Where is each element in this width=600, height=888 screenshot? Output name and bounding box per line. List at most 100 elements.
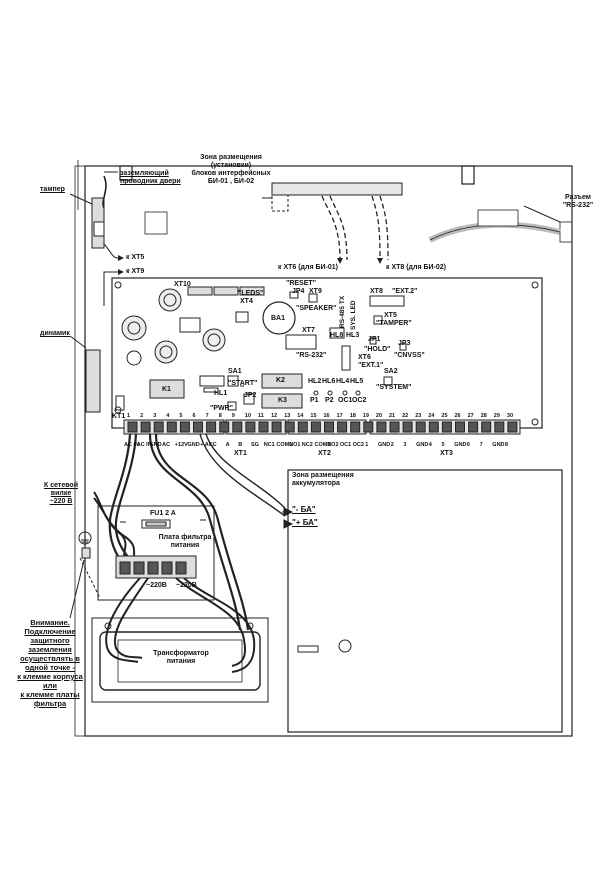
transformer-line-1: Трансформатор: [153, 650, 209, 657]
terminal-name: + ACC: [200, 442, 217, 448]
interface-zone-label: Зона размещения (установки) блоков интер…: [191, 154, 271, 186]
terminal-number: 14: [297, 413, 304, 419]
k2-label: K2: [276, 377, 285, 384]
jp1-label: JP1: [368, 336, 381, 343]
terminal-screw: [232, 421, 243, 433]
battery-zone: [287, 469, 563, 733]
terminal-number: 7: [205, 413, 209, 419]
sa2-label: SA2: [384, 368, 398, 375]
xt3-label: XT3: [440, 450, 453, 457]
terminal-screw: [193, 421, 203, 433]
jp4-label: JP4: [292, 288, 305, 295]
xt5-label: XT5: [384, 312, 397, 319]
mains-plug-label: К сетевой вилке ~220 В: [34, 482, 88, 506]
xt7-label: XT7: [302, 327, 315, 334]
terminal-screw: [441, 421, 452, 433]
terminal-name: NO1: [289, 442, 301, 448]
warning-line-5: осуществлять в: [20, 654, 80, 663]
interface-zone: [262, 182, 403, 212]
terminal-number: 28: [480, 413, 487, 419]
hl2-label: HL2: [308, 378, 322, 385]
terminal-number: 26: [454, 413, 461, 419]
warning-line-1: Внимание.: [30, 618, 70, 627]
terminal-screw: [337, 421, 348, 433]
terminal-name: B: [238, 442, 243, 448]
xt8-label: XT8: [370, 288, 383, 295]
speaker-side-label: динамик: [40, 330, 70, 337]
hl4-label: HL4: [336, 378, 350, 385]
terminal-number: 22: [402, 413, 409, 419]
filter-board-line-2: питания: [170, 542, 200, 549]
terminal-name: -: [212, 442, 215, 448]
terminal-name: SG: [251, 442, 259, 448]
terminal-screw: [284, 421, 295, 433]
terminal-number: 19: [362, 413, 369, 419]
interface-zone-line-2: (установки): [210, 162, 252, 169]
terminal-name: COM2: [314, 442, 331, 448]
terminal-screw: [468, 421, 479, 433]
reset-label: "RESET": [286, 280, 316, 287]
terminal-screw: [363, 421, 374, 433]
interface-zone-line-4: БИ-01 , БИ-02: [207, 178, 255, 185]
warning-line-8: или: [43, 681, 57, 690]
terminal-screw: [140, 421, 151, 433]
terminal-name: NO2: [327, 442, 339, 448]
terminal-name: 7: [479, 442, 483, 448]
hl1-label: HL1: [214, 390, 228, 397]
system-label: "SYSTEM": [376, 384, 412, 391]
speaker-label: "SPEAKER": [296, 305, 337, 312]
k3-label: K3: [278, 397, 287, 404]
interface-cables: [321, 195, 389, 261]
terminal-number: 6: [192, 413, 196, 419]
pwr-label: "PWR": [210, 405, 233, 412]
terminal-number: 16: [323, 413, 330, 419]
terminal-screws: [127, 421, 518, 433]
terminal-number: 20: [375, 413, 383, 419]
terminal-screw: [297, 421, 308, 433]
terminal-screw: [324, 421, 334, 433]
minus-ba-label: "- БА": [292, 505, 316, 514]
terminal-number: 11: [258, 413, 264, 419]
filter-board-label: Плата фильтра питания: [150, 534, 220, 550]
terminal-number: 21: [389, 413, 396, 419]
battery-zone-line-2: аккумулятора: [292, 480, 340, 487]
terminal-name: GND: [416, 442, 429, 448]
terminal-number: 23: [415, 413, 422, 419]
terminal-screw: [455, 421, 465, 433]
terminal-number: 29: [493, 413, 500, 419]
terminal-screw: [219, 421, 230, 433]
terminal-screw: [376, 421, 387, 433]
terminal-number: 27: [467, 413, 474, 419]
terminal-number: 3: [153, 413, 157, 419]
terminal-name: GND: [187, 442, 200, 448]
rs232-connector-line-1: Разъем: [565, 194, 591, 201]
tamper-block: [91, 197, 105, 249]
oc1-label: OC1: [338, 397, 353, 404]
warning-line-6: одной точке -: [25, 663, 75, 672]
terminal-screw: [507, 421, 518, 433]
rs232-label: "RS-232": [296, 352, 327, 359]
terminal-number: 4: [166, 413, 170, 419]
terminal-name: 3: [403, 442, 407, 448]
xt1-label: XT1: [234, 450, 247, 457]
terminal-name: 1: [365, 442, 369, 448]
sys-led-label: SYS. LED: [350, 300, 357, 330]
transformer-line-2: питания: [166, 658, 196, 665]
terminal-screw: [389, 421, 400, 433]
terminal-name: COM1: [276, 442, 293, 448]
terminal-screw: [481, 421, 492, 433]
terminal-number: 15: [310, 413, 317, 419]
terminal-name: GND: [492, 442, 505, 448]
ext1-label: "EXT.1": [358, 362, 384, 369]
mains-plug-line-2: вилке: [50, 490, 72, 497]
start-label: "START": [228, 380, 258, 387]
hl5-label: HL5: [350, 378, 364, 385]
terminal-screw: [402, 421, 413, 433]
terminal-number: 17: [336, 413, 343, 419]
warning-line-3: защитного: [30, 636, 70, 645]
hl6-label: HL6: [322, 378, 336, 385]
terminal-number: 13: [284, 413, 291, 419]
terminal-number: 10: [244, 413, 252, 419]
grounding-warning: Внимание. Подключение защитного заземлен…: [4, 618, 96, 708]
